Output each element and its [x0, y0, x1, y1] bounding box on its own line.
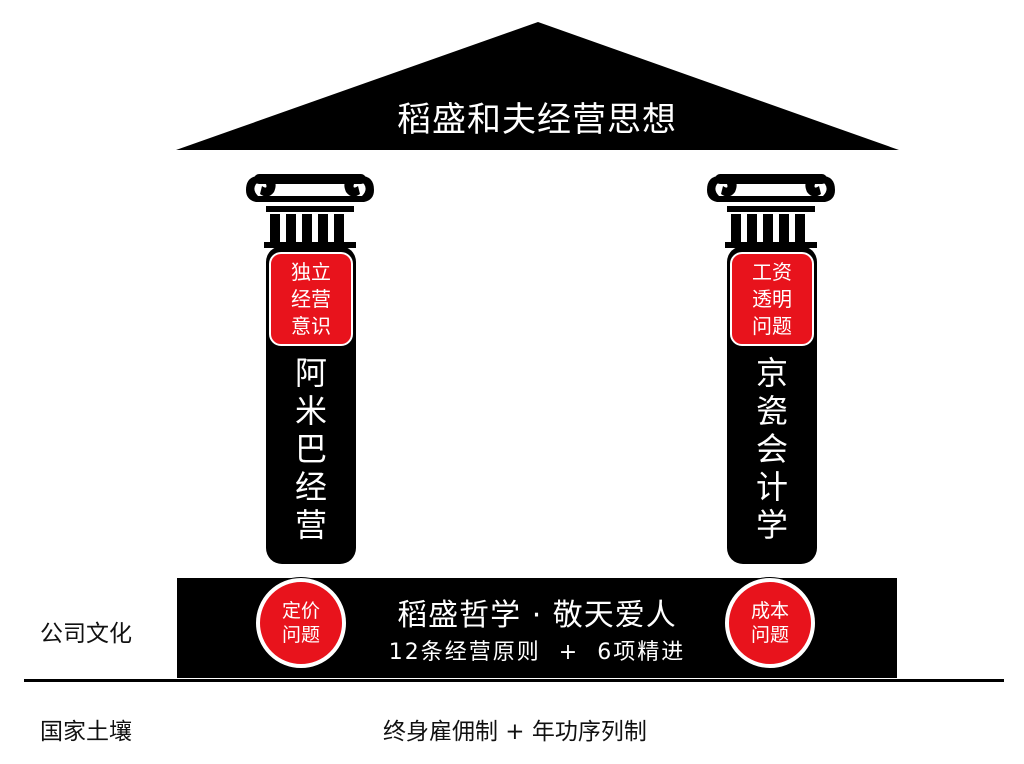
left-column-text: 阿 米 巴 经 营 — [281, 354, 341, 544]
left-char-1: 阿 — [294, 354, 327, 392]
right-base-circle: 成本 问题 — [725, 578, 815, 668]
company-culture-label: 公司文化 — [40, 621, 132, 647]
ground-line — [24, 679, 1004, 682]
roof — [176, 22, 899, 150]
left-circle-line-1: 定价 — [281, 600, 320, 622]
right-red-line-1: 工资 — [752, 259, 792, 284]
left-char-5: 营 — [294, 506, 327, 544]
right-column-text: 京 瓷 会 计 学 — [742, 354, 802, 544]
left-circle-line-2: 问题 — [281, 624, 320, 646]
left-char-4: 经 — [294, 468, 327, 506]
right-char-3: 会 — [755, 430, 788, 468]
right-circle-line-1: 成本 — [750, 600, 789, 622]
base-title: 稻盛哲学 · 敬天爱人 — [397, 598, 677, 633]
left-red-line-1: 独立 — [291, 259, 331, 284]
base-subtitle: 12条经营原则 + 6项精进 — [388, 640, 686, 665]
ground-text: 终身雇佣制 + 年功序列制 — [383, 719, 647, 745]
left-red-line-2: 经营 — [291, 286, 331, 311]
right-char-4: 计 — [755, 468, 788, 506]
left-char-2: 米 — [294, 392, 327, 430]
right-char-1: 京 — [755, 354, 788, 392]
right-red-line-3: 问题 — [752, 313, 792, 338]
right-column-red-box: 工资 透明 问题 — [730, 252, 814, 346]
left-column-capital — [246, 174, 374, 248]
right-char-2: 瓷 — [755, 392, 788, 430]
left-base-circle: 定价 问题 — [256, 578, 346, 668]
right-char-5: 学 — [755, 506, 788, 544]
right-circle-line-2: 问题 — [750, 624, 789, 646]
left-char-3: 巴 — [294, 430, 327, 468]
right-column-capital — [707, 174, 835, 248]
national-soil-label: 国家土壤 — [40, 719, 132, 745]
left-column-red-box: 独立 经营 意识 — [269, 252, 353, 346]
left-red-line-3: 意识 — [291, 313, 331, 338]
right-red-line-2: 透明 — [752, 286, 792, 311]
roof-triangle — [176, 22, 899, 150]
roof-title: 稻盛和夫经营思想 — [397, 100, 677, 140]
